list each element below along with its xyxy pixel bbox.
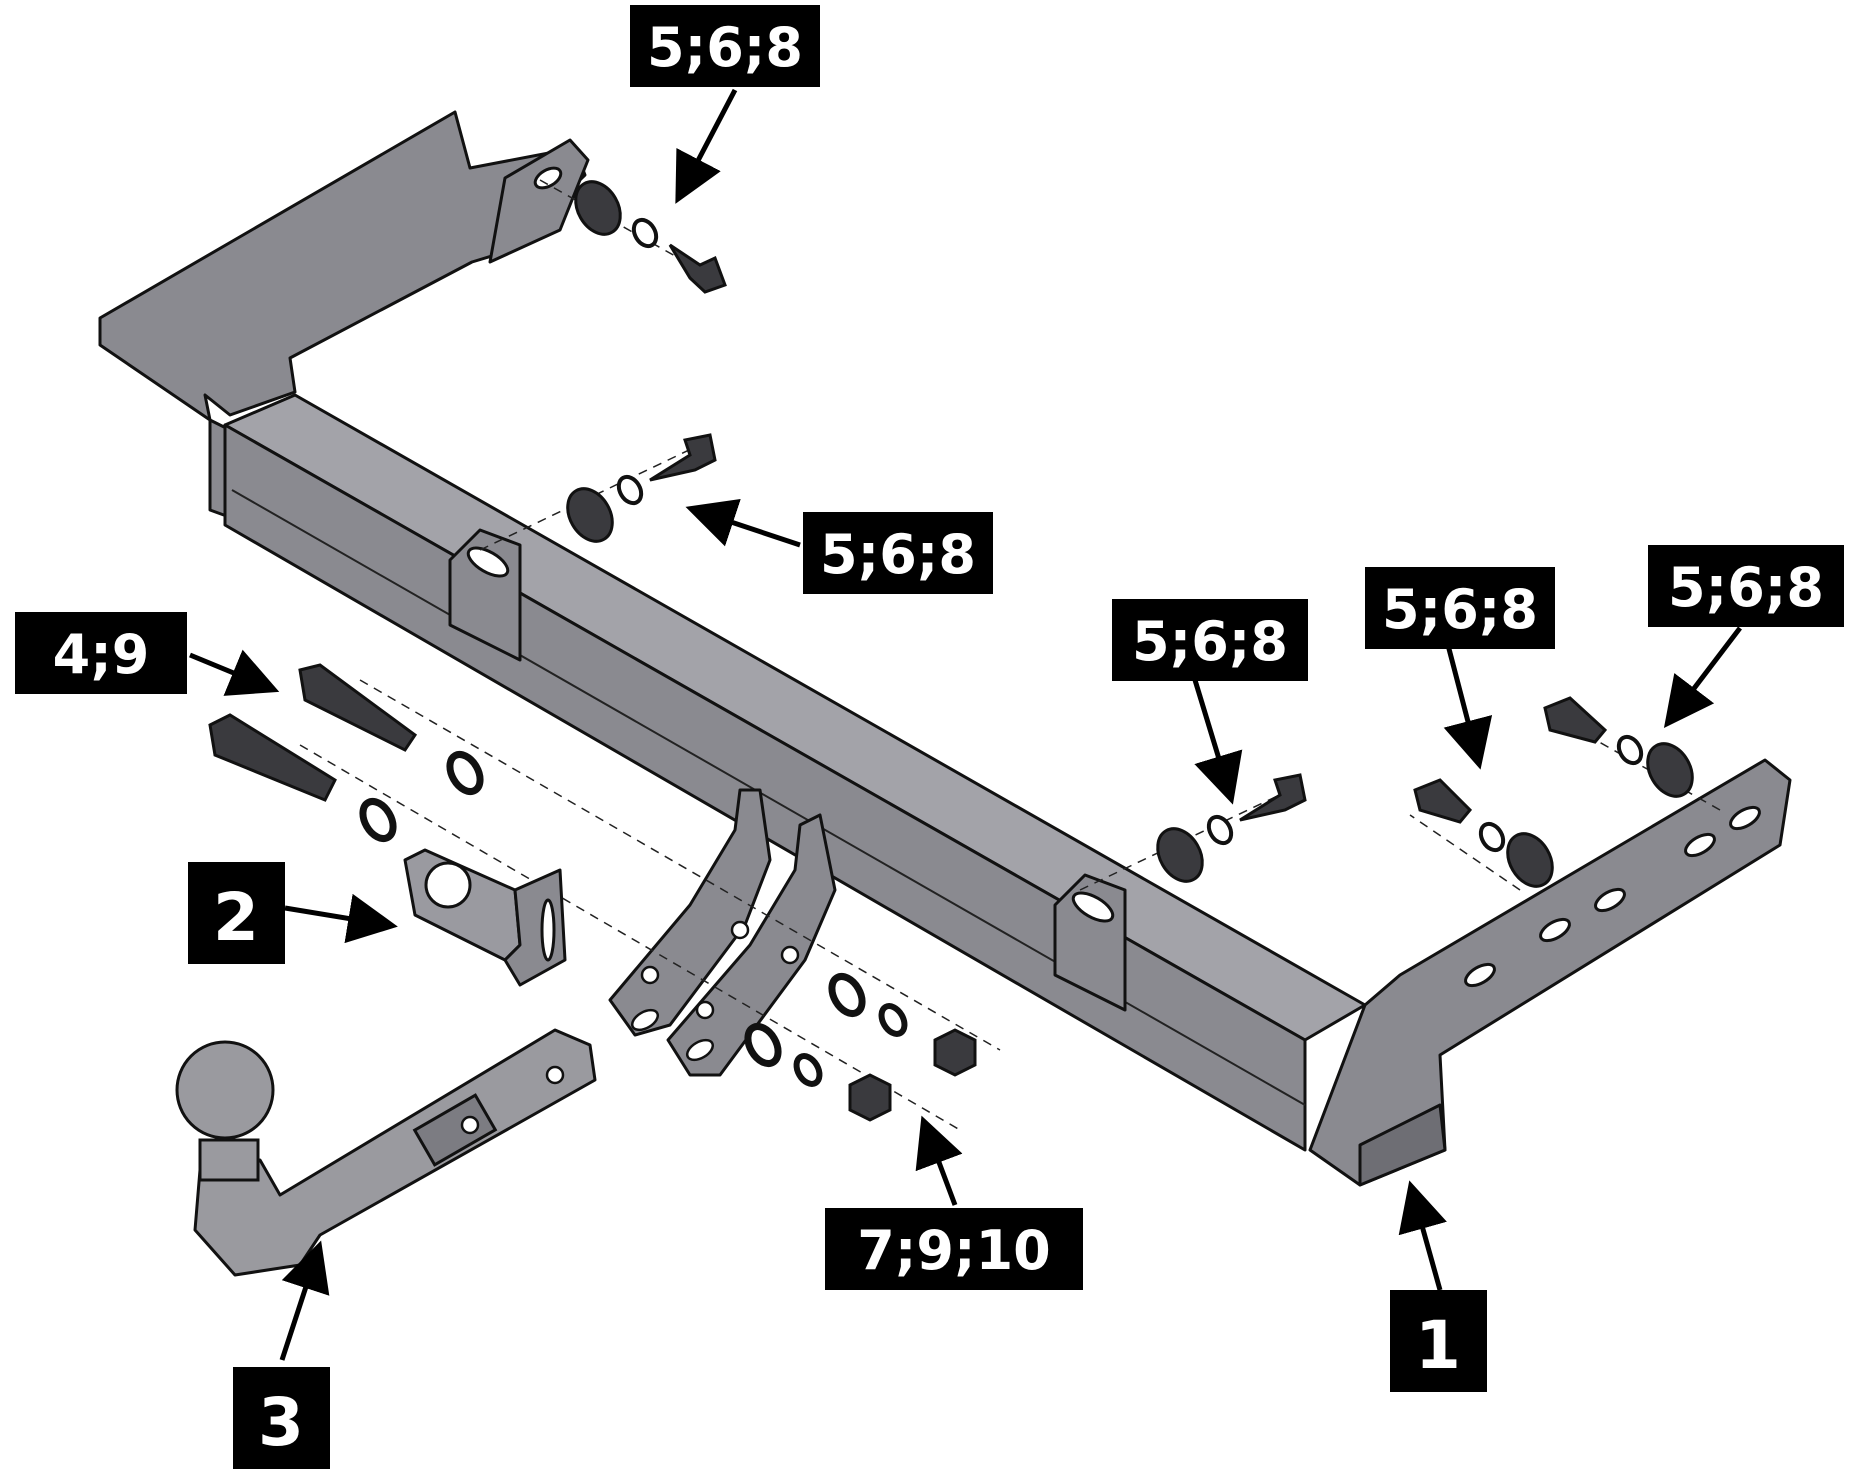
top-washer-small [631,217,659,249]
center-plate-hole-4 [780,945,800,965]
long-bolt-washer-upper [446,751,484,795]
part-1-crossbar-frame [98,110,1792,1187]
svg-text:4;9: 4;9 [53,623,150,686]
right-c-bolt [1543,696,1608,744]
right-bracket-slot-5 [1729,805,1761,831]
left-bracket-slot [533,166,563,190]
right-bracket-slot-4 [1684,832,1716,858]
nut-washer-1 [828,973,866,1017]
arrow-part-2 [284,893,398,944]
svg-text:3: 3 [258,1384,304,1461]
left-bracket-lug [488,138,590,264]
right-bracket-slot-3 [1594,887,1626,913]
right-bracket-plate [1308,758,1792,1187]
right-a-bolt [1239,773,1307,822]
nut-washer-3 [744,1023,782,1067]
label-right-bolt-c: 5;6;8 [1648,545,1844,627]
right-bracket-flange [1358,1103,1447,1187]
part-2-socket-bracket [403,848,567,987]
svg-text:5;6;8: 5;6;8 [820,523,976,586]
fasteners [208,180,1694,1122]
right-bracket-slot-2 [1539,917,1571,943]
arrow-top-bolt [675,88,738,204]
arrow-4-9 [189,649,280,696]
callout-labels: 5;6;8 5;6;8 4;9 2 3 7;9;10 5;6;8 5;6;8 [15,5,1844,1469]
arrow-right-bolt-a [1192,679,1243,805]
label-7-9-10: 7;9;10 [825,1208,1083,1290]
part-3-tow-ball [175,1028,597,1277]
center-plate-slot-1 [630,1008,660,1032]
leader-arrows [189,88,1742,1361]
svg-text:2: 2 [213,879,259,956]
label-right-bolt-b: 5;6;8 [1365,567,1555,649]
right-c-washer-small [1616,734,1644,766]
svg-text:5;6;8: 5;6;8 [647,16,803,79]
tow-ball-slot [412,1093,498,1167]
right-c-washer-large [1646,742,1694,798]
mid-bolt [649,433,717,482]
center-plate-hole-2 [695,1000,715,1020]
svg-text:5;6;8: 5;6;8 [1132,610,1288,673]
nut-upper [933,1028,977,1077]
svg-text:1: 1 [1415,1307,1461,1384]
arrow-right-bolt-b [1443,644,1493,770]
long-bolt-upper [298,663,418,752]
arrow-part-1 [1398,1180,1447,1291]
top-bolt [668,243,727,294]
center-plate-hole-1 [640,965,660,985]
tow-ball-arm [193,1028,597,1277]
label-4-9: 4;9 [15,612,187,694]
label-mid-bolt: 5;6;8 [803,512,993,594]
center-plate-slot-2 [685,1038,715,1062]
right-b-bolt [1413,778,1473,824]
right-a-washer-large [1156,827,1204,883]
label-part-1: 1 [1390,1290,1487,1392]
label-part-3: 3 [233,1367,330,1469]
tow-ball-neck [198,1138,260,1182]
right-b-washer-small [1478,821,1506,853]
mid-washer-small [616,474,644,506]
tow-ball-sphere [175,1040,275,1140]
nut-washer-4 [793,1053,823,1087]
svg-text:5;6;8: 5;6;8 [1668,556,1824,619]
right-a-washer-small [1206,814,1234,846]
nut-lower [848,1073,892,1122]
tow-ball-hole-2 [545,1065,565,1085]
beam-lug-right-slot [1071,891,1115,923]
tow-ball-hole-1 [460,1115,480,1135]
svg-text:5;6;8: 5;6;8 [1382,578,1538,641]
right-b-washer-large [1506,832,1554,888]
beam-crease [231,489,1306,1106]
arrow-right-bolt-c [1663,626,1742,728]
right-bracket-slot-1 [1464,962,1496,988]
arrow-part-3 [279,1240,330,1361]
label-top-bolt: 5;6;8 [630,5,820,87]
nut-washer-2 [878,1003,908,1037]
beam-lug-left-slot [466,546,510,578]
svg-text:7;9;10: 7;9;10 [857,1219,1050,1282]
label-part-2: 2 [188,862,285,964]
center-plate-hole-3 [730,920,750,940]
left-bracket-plate [98,110,587,422]
label-right-bolt-a: 5;6;8 [1112,599,1308,681]
arrow-mid-bolt [685,498,801,548]
arrow-7-9-10 [915,1115,963,1206]
mid-washer-large [566,487,614,543]
long-bolt-washer-lower [359,798,397,842]
long-bolt-lower [208,713,337,802]
top-washer-large [574,180,622,236]
